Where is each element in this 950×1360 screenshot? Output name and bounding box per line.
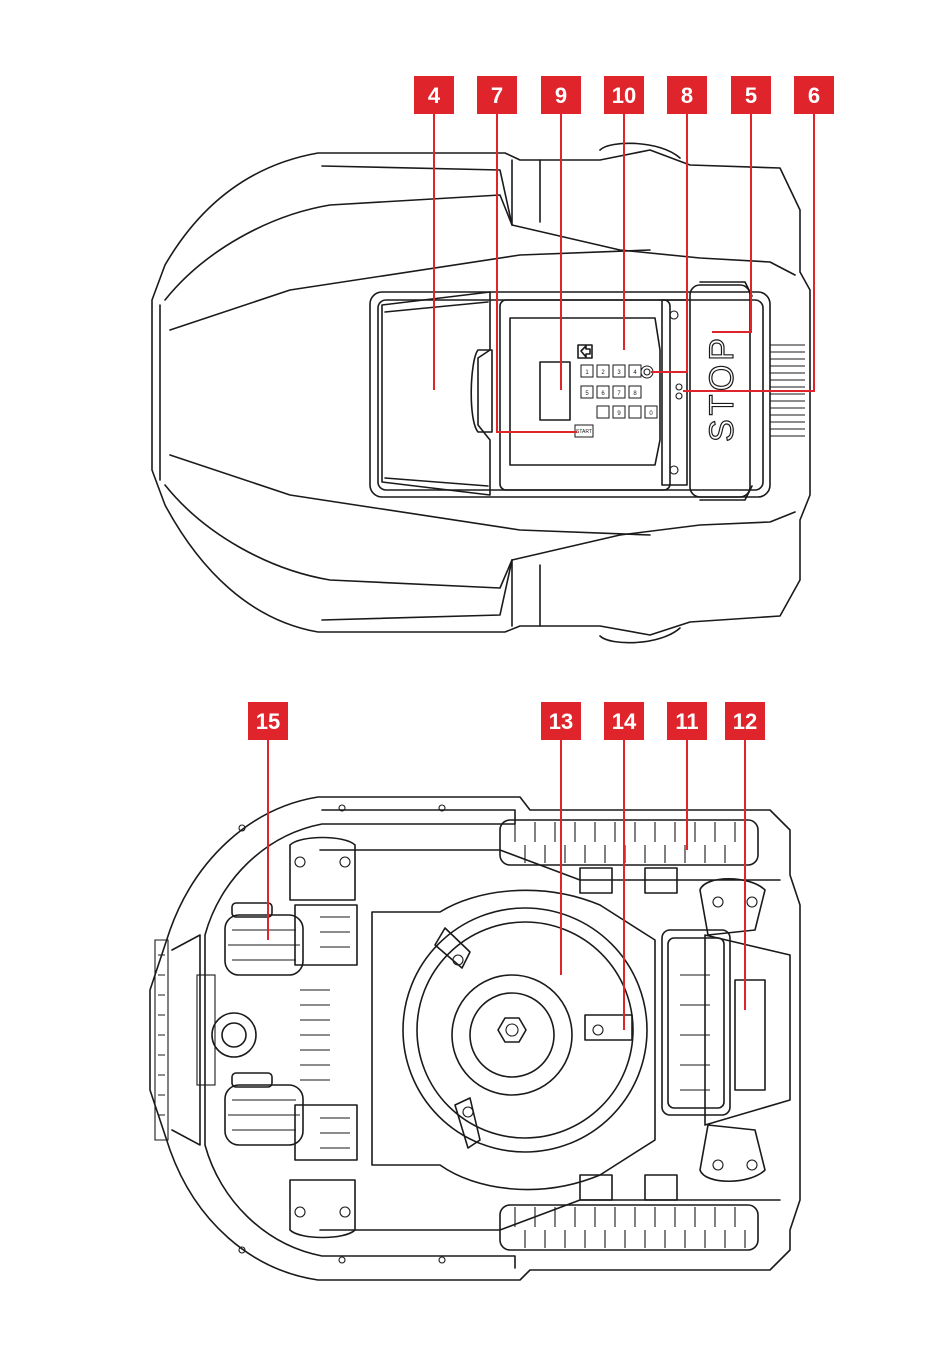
wheel-mounts [290, 838, 357, 1238]
callout-6: 6 [794, 76, 834, 114]
screws [239, 805, 445, 1263]
svg-text:15: 15 [256, 709, 280, 734]
home-arrow-icon[interactable] [578, 345, 592, 358]
keypad-key[interactable] [629, 406, 641, 418]
svg-text:13: 13 [549, 709, 573, 734]
svg-text:11: 11 [675, 709, 698, 734]
svg-text:5: 5 [745, 83, 757, 108]
leader-7 [497, 114, 577, 432]
callout-15: 15 [248, 702, 288, 740]
mower-top-view: START 1 2 3 4 5 6 7 8 9 0 [152, 143, 810, 642]
svg-text:12: 12 [733, 709, 757, 734]
svg-text:9: 9 [555, 83, 567, 108]
callout-leaders [268, 114, 814, 1030]
callout-7: 7 [477, 76, 517, 114]
callout-14: 14 [604, 702, 644, 740]
led-indicator [676, 393, 682, 399]
callout-5: 5 [731, 76, 771, 114]
led-indicator [676, 384, 682, 390]
callout-9: 9 [541, 76, 581, 114]
svg-text:7: 7 [491, 83, 503, 108]
drive-wheel-lower [500, 1175, 758, 1250]
callout-12: 12 [725, 702, 765, 740]
blades[interactable] [435, 928, 632, 1148]
hinge-strip [662, 300, 687, 485]
callout-10: 10 [604, 76, 644, 114]
charging-contacts [197, 975, 330, 1085]
drive-wheel-upper [500, 820, 758, 893]
svg-text:10: 10 [612, 83, 636, 108]
callout-8: 8 [667, 76, 707, 114]
svg-text:14: 14 [612, 709, 637, 734]
svg-text:STOP: STOP [703, 334, 741, 442]
bottom-body-outline [150, 797, 800, 1280]
front-wheel-upper [225, 903, 303, 975]
callout-13: 13 [541, 702, 581, 740]
battery-compartment[interactable] [662, 879, 790, 1182]
top-body-inner-line [322, 166, 795, 275]
display-screen [540, 362, 570, 420]
callout-4: 4 [414, 76, 454, 114]
callout-11: 11 [667, 702, 707, 740]
svg-text:8: 8 [681, 83, 693, 108]
front-wheel-lower [225, 1073, 303, 1145]
mower-bottom-view [150, 797, 800, 1280]
hinged-lid[interactable] [382, 292, 490, 495]
keypad-key[interactable] [597, 406, 609, 418]
svg-text:4: 4 [428, 83, 441, 108]
svg-text:START: START [576, 429, 592, 435]
svg-text:6: 6 [808, 83, 820, 108]
